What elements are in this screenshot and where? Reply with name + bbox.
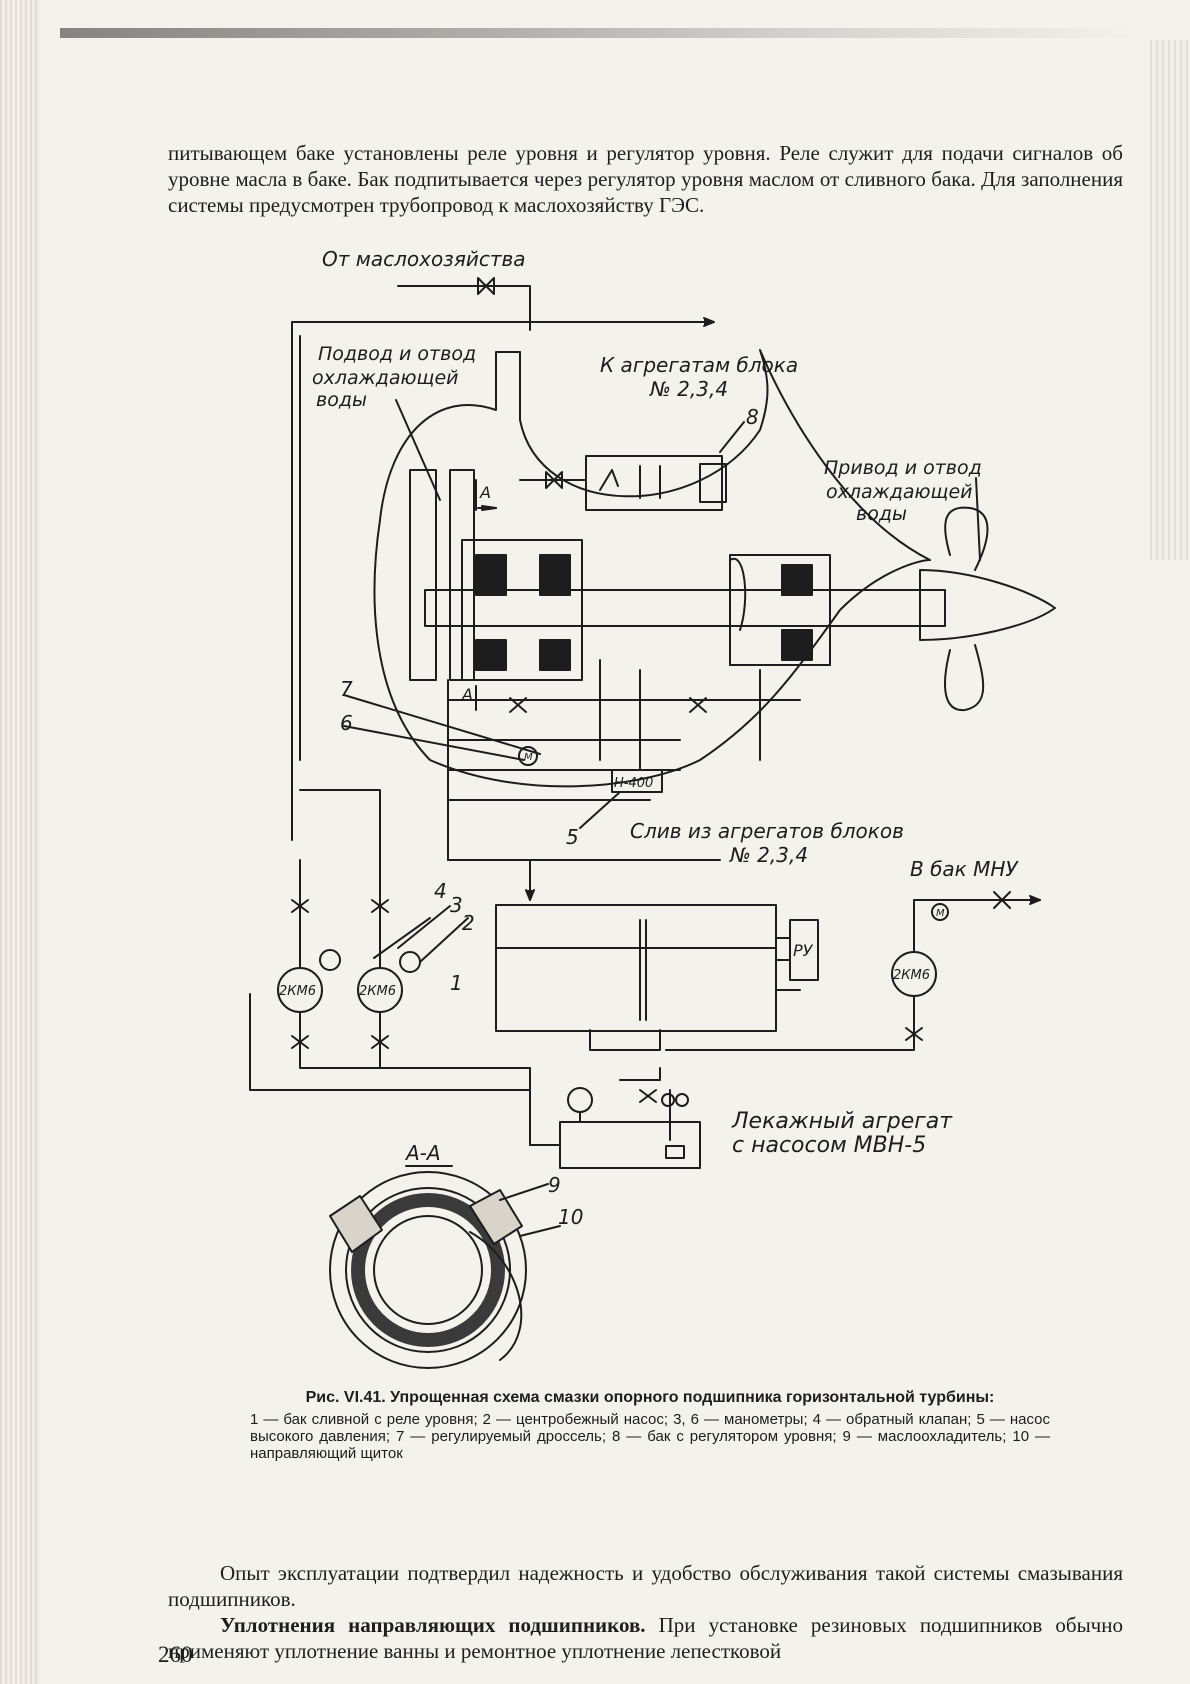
cooler-9-left bbox=[329, 1195, 383, 1253]
label-cooling-right-3: воды bbox=[856, 503, 907, 525]
lubrication-diagram: От маслохозяйства К агрегатам блока № 2,… bbox=[249, 247, 1056, 1369]
label-leakage-2: с насосом МВН-5 bbox=[732, 1133, 926, 1158]
scan-edge-top bbox=[60, 28, 1140, 38]
num-9: 9 bbox=[548, 1173, 561, 1197]
label-gauge-right: М bbox=[936, 908, 945, 919]
label-to-mnu-tank: В бак МНУ bbox=[910, 857, 1019, 881]
label-cooling-left-2: охлаждающей bbox=[312, 367, 458, 389]
num-4: 4 bbox=[434, 879, 447, 903]
num-2: 2 bbox=[462, 911, 475, 935]
num-3: 3 bbox=[450, 893, 463, 917]
num-6: 6 bbox=[340, 711, 353, 735]
figure-title: Рис. VI.41. Упрощенная схема смазки опор… bbox=[305, 1389, 995, 1406]
label-gauge-6: М bbox=[524, 752, 533, 763]
figure-legend: 1 — бак сливной с реле уровня; 2 — центр… bbox=[250, 1411, 1050, 1462]
gauge-6 bbox=[518, 746, 538, 766]
gauge-m bbox=[931, 903, 949, 921]
housing-outline bbox=[373, 351, 931, 788]
figure-caption: Рис. VI.41. Упрощенная схема смазки опор… bbox=[250, 1388, 1050, 1462]
label-drain-2: № 2,3,4 bbox=[729, 843, 808, 867]
high-pressure-pump-5 bbox=[611, 769, 663, 793]
label-to-units-2: № 2,3,4 bbox=[649, 377, 728, 401]
label-from-oil-facility: От маслохозяйства bbox=[322, 247, 526, 271]
section-outer-ring bbox=[329, 1171, 527, 1369]
scan-edge-right bbox=[1150, 40, 1190, 560]
label-pump-right: 2КМ6 bbox=[893, 968, 930, 983]
drain-tank-1 bbox=[495, 904, 777, 1032]
bearing-1 bbox=[461, 539, 583, 681]
section-heading-paragraph: Уплотнения направляющих подшипников. При… bbox=[168, 1612, 1123, 1664]
label-pump-h400: Н-400 bbox=[614, 776, 653, 791]
section-heading-text: При установке резиновых подшипников обыч… bbox=[168, 1613, 1123, 1663]
label-cooling-left-1: Подвод и отвод bbox=[318, 343, 476, 365]
supply-pipe bbox=[397, 285, 531, 331]
section-middle-ring bbox=[345, 1187, 511, 1353]
runner-hub bbox=[919, 569, 1056, 641]
label-pump-mid: 2КМ6 bbox=[359, 984, 396, 999]
level-relay-box bbox=[789, 919, 819, 981]
page-number: 260 bbox=[158, 1642, 193, 1667]
guide-shield-10 bbox=[469, 1231, 523, 1361]
label-level-relay: РУ bbox=[793, 941, 814, 960]
label-cooling-right-1: Привод и отвод bbox=[824, 457, 982, 479]
section-mark-bottom: А bbox=[461, 685, 473, 704]
label-pump-left: 2КМ6 bbox=[279, 984, 316, 999]
top-paragraph: питывающем баке установлены реле уровня … bbox=[168, 141, 1123, 217]
num-5: 5 bbox=[566, 825, 579, 849]
num-7: 7 bbox=[340, 677, 353, 701]
scan-edge-left bbox=[0, 0, 40, 1684]
num-8: 8 bbox=[746, 405, 759, 429]
label-leakage-1: Лекажный агрегат bbox=[731, 1109, 953, 1134]
label-cooling-right-2: охлаждающей bbox=[826, 481, 972, 503]
label-drain-1: Слив из агрегатов блоков bbox=[630, 819, 904, 843]
label-section: А-А bbox=[404, 1141, 441, 1165]
num-10: 10 bbox=[558, 1205, 583, 1229]
section-mark-top: А bbox=[479, 483, 491, 502]
shaft bbox=[424, 589, 946, 627]
section-heading: Уплотнения направляющих подшипников. bbox=[220, 1613, 646, 1637]
label-to-units-1: К агрегатам блока bbox=[600, 353, 798, 377]
tank-8 bbox=[585, 455, 723, 511]
bearing-2 bbox=[729, 554, 831, 666]
paragraph-after-figure: Опыт эксплуатации подтвердил надежность … bbox=[168, 1561, 1123, 1611]
valve-top bbox=[477, 277, 495, 295]
section-bore bbox=[373, 1215, 483, 1325]
num-1: 1 bbox=[450, 971, 463, 995]
label-cooling-left-3: воды bbox=[316, 389, 367, 411]
cooler-9-right bbox=[469, 1189, 523, 1245]
